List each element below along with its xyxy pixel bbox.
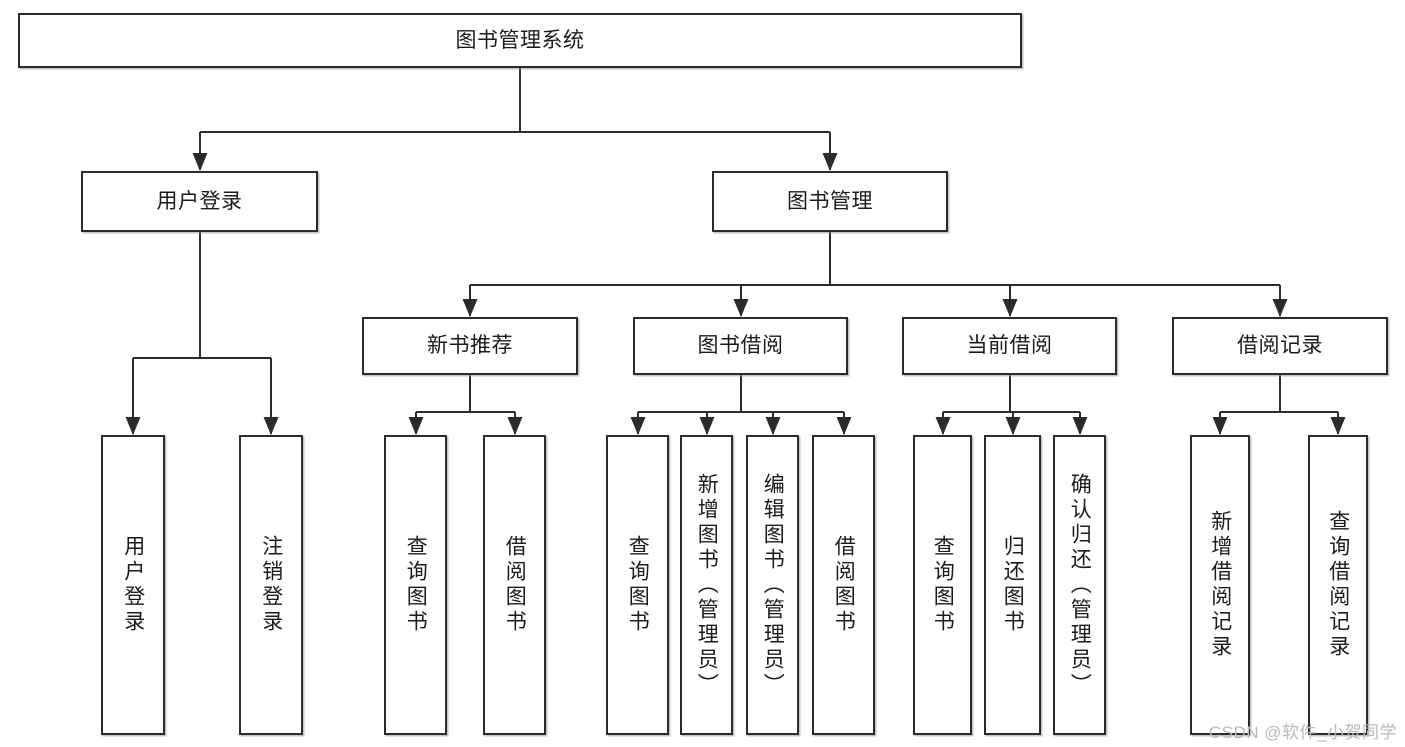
node-label-leaf-user-login: 用户登录 [121,535,145,635]
node-leaf-edit-book[interactable]: 编辑图书（管理员） [746,435,799,735]
node-label-leaf-query-book-3: 查询图书 [931,535,955,635]
node-label-user-login: 用户登录 [156,189,243,213]
node-leaf-query-book-1[interactable]: 查询图书 [384,435,447,735]
node-label-book-manage: 图书管理 [787,189,873,213]
node-label-borrow-records: 借阅记录 [1237,334,1323,358]
node-label-current-borrow: 当前借阅 [966,334,1053,358]
node-leaf-user-logout[interactable]: 注销登录 [239,435,303,735]
watermark-text: CSDN @软件_小贺同学 [1208,723,1397,742]
node-leaf-query-book-2[interactable]: 查询图书 [606,435,669,735]
node-label-leaf-edit-book: 编辑图书（管理员） [761,472,785,698]
node-leaf-borrow-book-1[interactable]: 借阅图书 [483,435,546,735]
node-new-book-rec[interactable]: 新书推荐 [362,317,578,375]
node-label-leaf-query-book-1: 查询图书 [404,535,428,635]
node-label-leaf-query-record: 查询借阅记录 [1326,510,1350,660]
node-book-manage[interactable]: 图书管理 [712,171,948,232]
node-leaf-query-book-3[interactable]: 查询图书 [913,435,972,735]
node-leaf-query-record[interactable]: 查询借阅记录 [1308,435,1368,735]
node-leaf-borrow-book-2[interactable]: 借阅图书 [812,435,875,735]
node-leaf-add-record[interactable]: 新增借阅记录 [1190,435,1250,735]
node-root[interactable]: 图书管理系统 [18,13,1022,68]
node-label-leaf-add-record: 新增借阅记录 [1208,510,1232,660]
node-label-leaf-add-book: 新增图书（管理员） [695,472,719,698]
node-leaf-add-book[interactable]: 新增图书（管理员） [680,435,733,735]
node-current-borrow[interactable]: 当前借阅 [902,317,1117,375]
node-leaf-return-book[interactable]: 归还图书 [984,435,1041,735]
node-label-leaf-user-logout: 注销登录 [259,535,283,635]
node-label-leaf-query-book-2: 查询图书 [626,535,650,635]
node-book-borrow[interactable]: 图书借阅 [633,317,848,375]
node-label-leaf-borrow-book-1: 借阅图书 [503,535,527,635]
node-label-leaf-return-book: 归还图书 [1001,535,1025,635]
node-label-leaf-borrow-book-2: 借阅图书 [832,535,856,635]
node-label-new-book-rec: 新书推荐 [427,334,513,358]
node-label-root: 图书管理系统 [455,28,585,52]
node-leaf-confirm-return[interactable]: 确认归还（管理员） [1053,435,1106,735]
node-label-leaf-confirm-return: 确认归还（管理员） [1068,472,1092,698]
node-borrow-records[interactable]: 借阅记录 [1172,317,1388,375]
node-user-login[interactable]: 用户登录 [81,171,318,232]
node-leaf-user-login[interactable]: 用户登录 [101,435,165,735]
node-label-book-borrow: 图书借阅 [697,334,784,358]
